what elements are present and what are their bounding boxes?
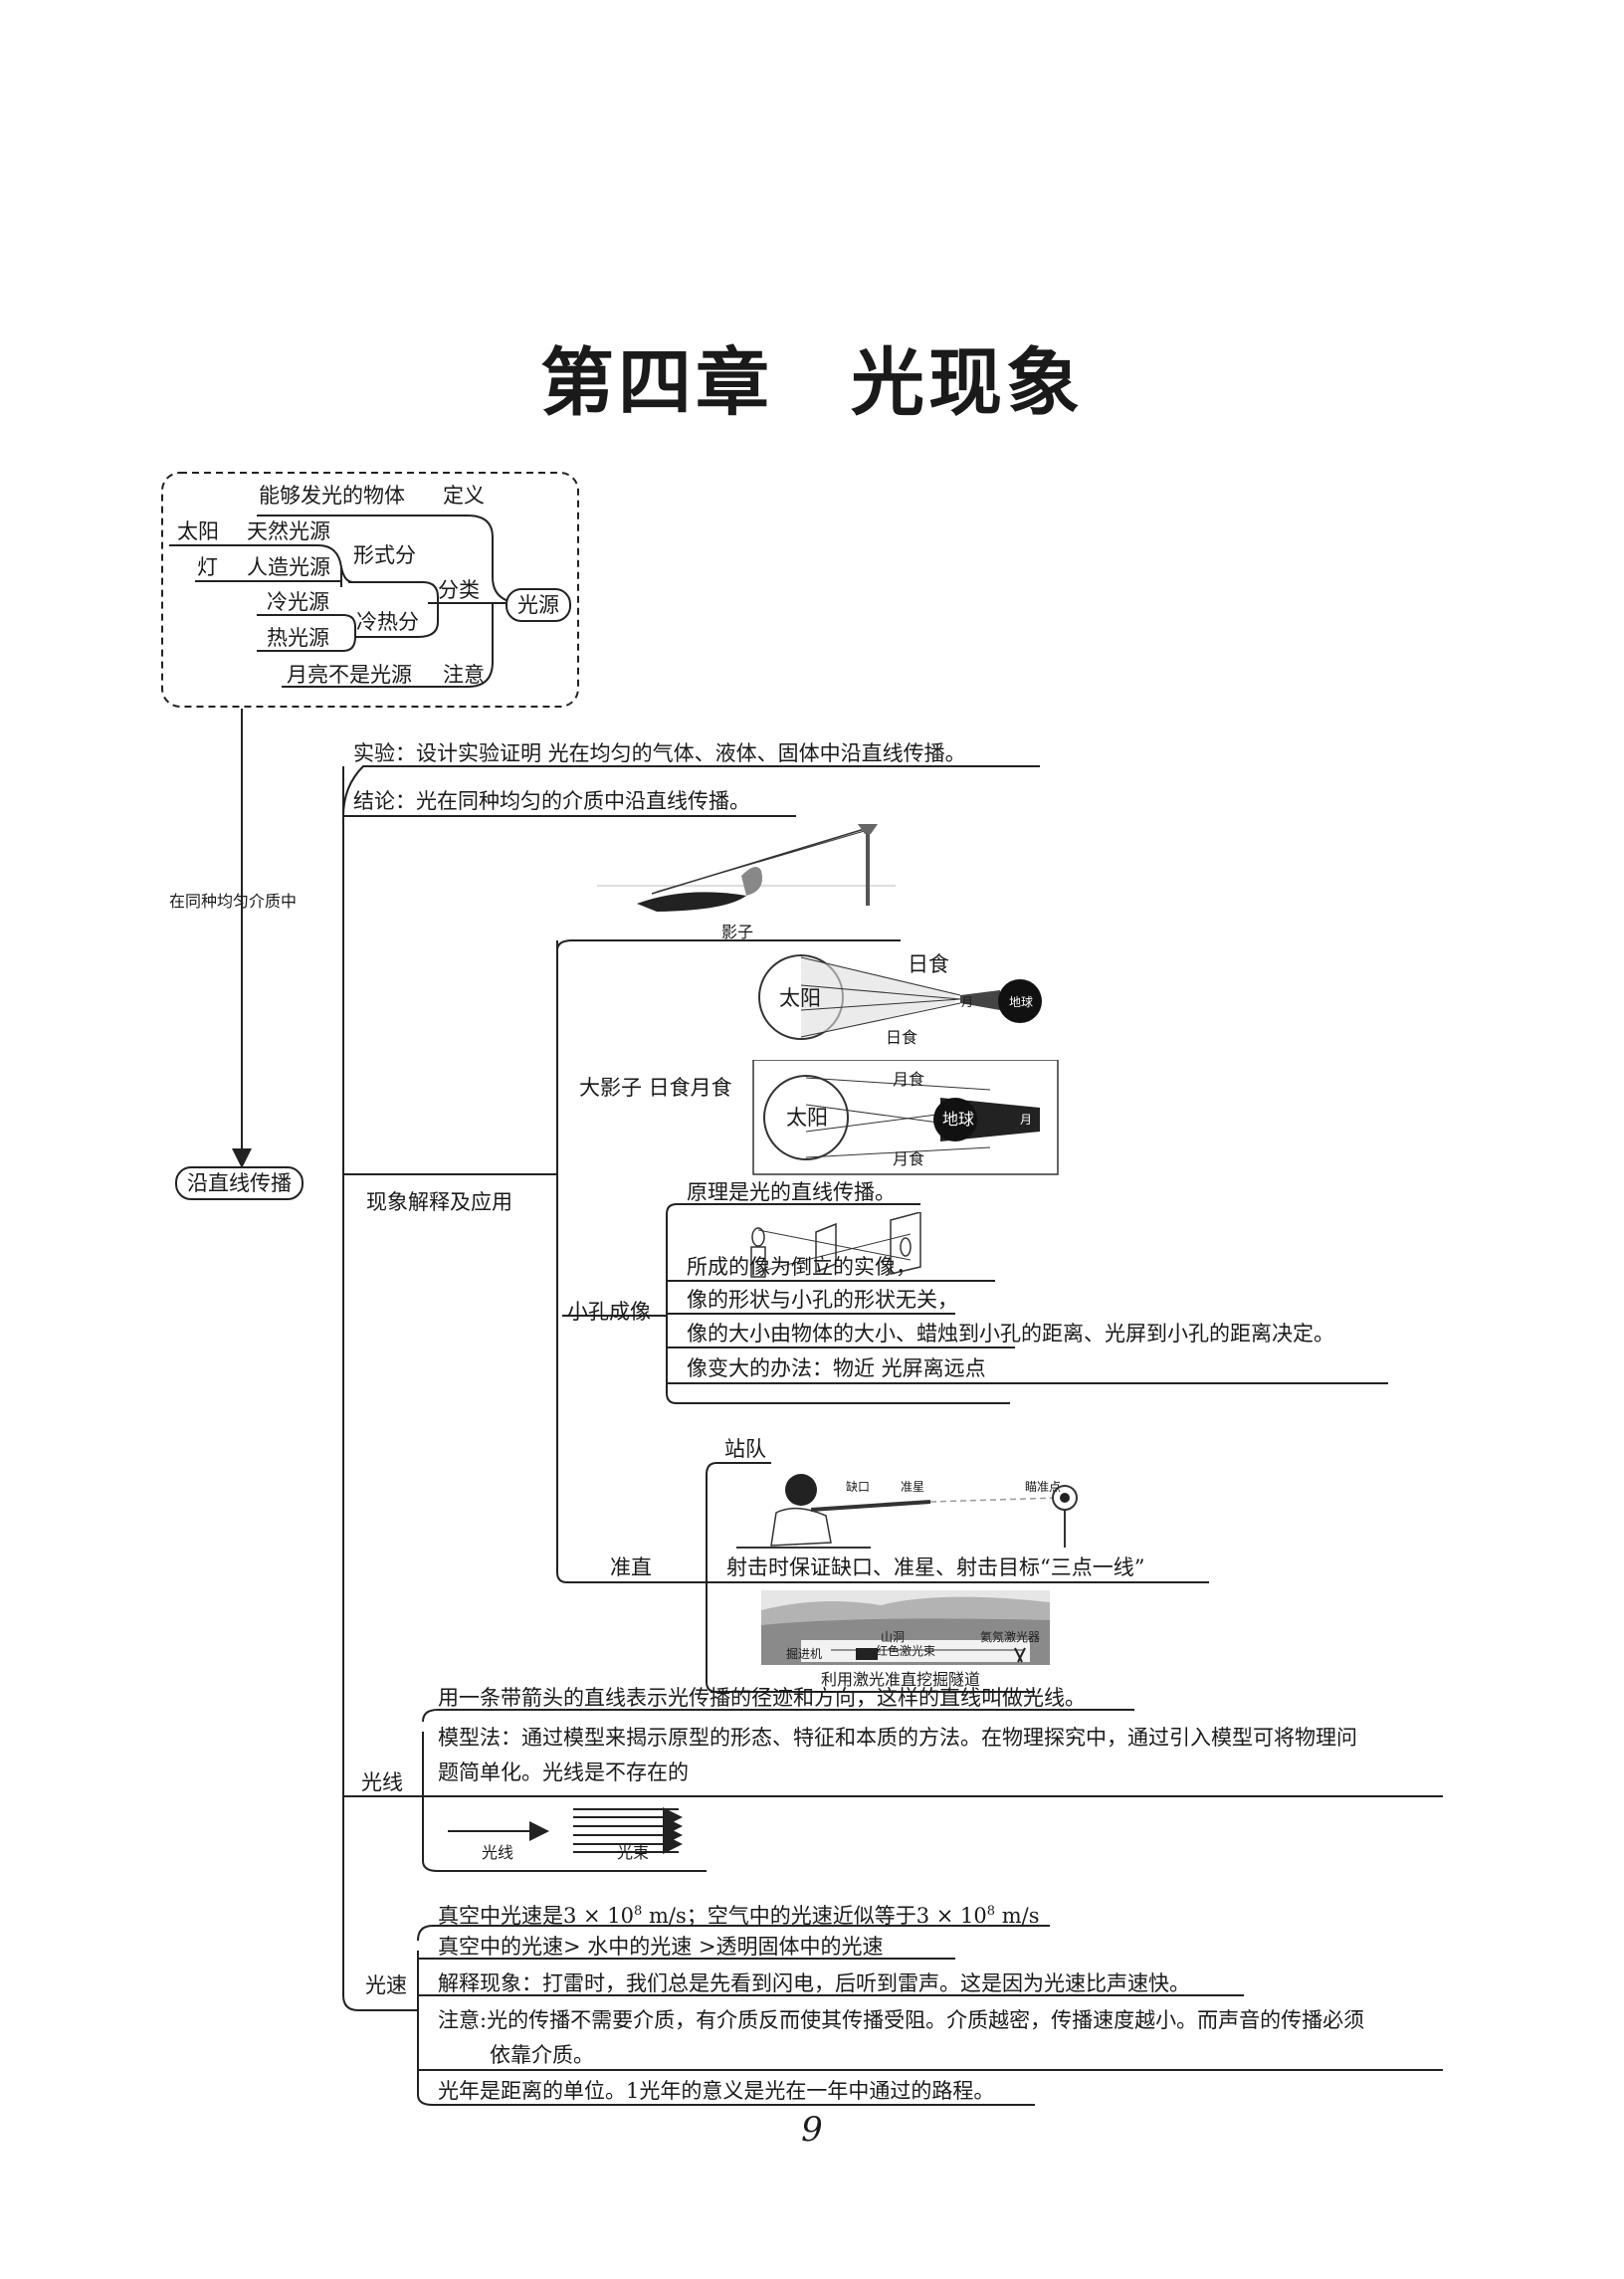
vacuum-speed-pre: 真空中光速是3 × 10 bbox=[438, 1904, 635, 1928]
solar-caption: 日食 bbox=[886, 1028, 918, 1047]
by-heat-label: 冷热分 bbox=[356, 610, 419, 634]
definition-label: 定义 bbox=[443, 484, 485, 508]
tunnel-figure bbox=[761, 1590, 1050, 1665]
artificial-source: 人造光源 bbox=[247, 555, 330, 579]
shadow-caption: 影子 bbox=[721, 923, 754, 941]
note-label: 注意 bbox=[443, 663, 485, 687]
conclusion-text: 结论：光在同种均匀的介质中沿直线传播。 bbox=[353, 789, 750, 813]
solar-eclipse-figure bbox=[758, 954, 1042, 1040]
vacuum-speed: 真空中光速是3 × 108 m/s；空气中的光速近似等于3 × 108 m/s bbox=[438, 1899, 1040, 1929]
tunnel-label-beam: 红色激光束 bbox=[876, 1644, 936, 1658]
gun-label-notch: 缺口 bbox=[846, 1480, 871, 1494]
pinhole-label: 小孔成像 bbox=[567, 1300, 651, 1324]
page-number: 9 bbox=[801, 2110, 823, 2150]
shooting-text: 射击时保证缺口、准星、射击目标“三点一线” bbox=[726, 1555, 1145, 1579]
collimation-label: 准直 bbox=[610, 1555, 652, 1579]
light-ray-label: 光线 bbox=[361, 1770, 403, 1794]
speed-compare: 真空中的光速> 水中的光速 >透明固体中的光速 bbox=[438, 1935, 884, 1959]
ray-caption: 光线 bbox=[482, 1843, 514, 1862]
arrow-label: 在同种均匀介质中 bbox=[169, 892, 298, 911]
lamp-label: 灯 bbox=[197, 555, 218, 579]
solar-top-label: 日食 bbox=[908, 952, 949, 976]
moon-note: 月亮不是光源 bbox=[287, 663, 412, 687]
gun-label-target: 瞄准点 bbox=[1025, 1480, 1062, 1494]
solar-sun: 太阳 bbox=[779, 986, 821, 1010]
speed-label: 光速 bbox=[365, 1973, 407, 1997]
pinhole-fact-4: 像变大的办法：物近 光屏离远点 bbox=[687, 1356, 986, 1380]
main-node: 沿直线传播 bbox=[175, 1166, 304, 1200]
lunar-earth: 地球 bbox=[942, 1110, 975, 1129]
air-speed-exp: 8 bbox=[986, 1904, 996, 1919]
beam-caption: 光束 bbox=[617, 1843, 650, 1862]
rifle-figure bbox=[736, 1474, 1078, 1549]
line-up-label: 站队 bbox=[724, 1437, 766, 1461]
shadow-figure bbox=[597, 824, 896, 912]
speed-note-2: 依靠介质。 bbox=[490, 2043, 594, 2067]
big-shadow-label: 大影子 日食月食 bbox=[579, 1076, 732, 1100]
light-year-text: 光年是距离的单位。1光年的意义是光在一年中通过的路程。 bbox=[438, 2079, 995, 2103]
lunar-caption: 月食 bbox=[893, 1149, 925, 1168]
light-source-node: 光源 bbox=[506, 588, 571, 622]
pinhole-fact-1: 所成的像为倒立的实像， bbox=[687, 1255, 916, 1279]
definition-text: 能够发光的物体 bbox=[259, 484, 405, 508]
model-text-1: 模型法：通过模型来揭示原型的形态、特征和本质的方法。在物理探究中，通过引入模型可… bbox=[438, 1726, 1357, 1750]
gun-label-sight: 准星 bbox=[901, 1480, 925, 1494]
lunar-top-label: 月食 bbox=[893, 1070, 925, 1089]
lunar-sun: 太阳 bbox=[786, 1106, 828, 1130]
experiment-text: 实验：设计实验证明 光在均匀的气体、液体、固体中沿直线传播。 bbox=[353, 741, 966, 765]
solar-earth: 地球 bbox=[1009, 995, 1034, 1009]
pinhole-fact-3: 像的大小由物体的大小、蜡烛到小孔的距离、光屏到小孔的距离决定。 bbox=[687, 1322, 1334, 1346]
tunnel-caption: 利用激光准直挖掘隧道 bbox=[821, 1670, 981, 1689]
lunar-moon: 月 bbox=[1020, 1113, 1033, 1127]
classify-label: 分类 bbox=[438, 578, 480, 602]
model-text-2: 题简单化。光线是不存在的 bbox=[438, 1761, 689, 1784]
solar-moon: 月 bbox=[961, 995, 974, 1009]
pinhole-principle: 原理是光的直线传播。 bbox=[687, 1180, 896, 1204]
by-form-label: 形式分 bbox=[353, 543, 416, 567]
vacuum-speed-exp: 8 bbox=[634, 1904, 643, 1919]
tunnel-label-laser: 氦氖激光器 bbox=[980, 1630, 1041, 1644]
tunnel-label-cave: 山洞 bbox=[881, 1630, 906, 1644]
phenomena-label: 现象解释及应用 bbox=[366, 1190, 512, 1214]
pinhole-fact-2: 像的形状与小孔的形状无关， bbox=[687, 1288, 958, 1312]
vacuum-speed-mid: m/s；空气中的光速近似等于3 × 10 bbox=[642, 1904, 987, 1928]
speed-explain: 解释现象：打雷时，我们总是先看到闪电，后听到雷声。这是因为光速比声速快。 bbox=[438, 1971, 1190, 1995]
natural-source: 天然光源 bbox=[247, 519, 330, 543]
cold-source: 冷光源 bbox=[267, 590, 329, 614]
ray-definition: 用一条带箭头的直线表示光传播的径迹和方向，这样的直线叫做光线。 bbox=[438, 1686, 1086, 1710]
page-title: 第四章 光现象 bbox=[540, 340, 1084, 426]
speed-note-1: 注意:光的传播不需要介质，有介质反而使其传播受阻。介质越密，传播速度越小。而声音… bbox=[438, 2008, 1365, 2032]
pinhole-figure bbox=[750, 1212, 921, 1278]
hot-source: 热光源 bbox=[267, 626, 329, 650]
sun-label: 太阳 bbox=[177, 519, 219, 543]
vacuum-speed-end: m/s bbox=[995, 1904, 1040, 1928]
tunnel-label-machine: 掘进机 bbox=[786, 1647, 823, 1661]
lunar-eclipse-figure bbox=[752, 1060, 1059, 1175]
